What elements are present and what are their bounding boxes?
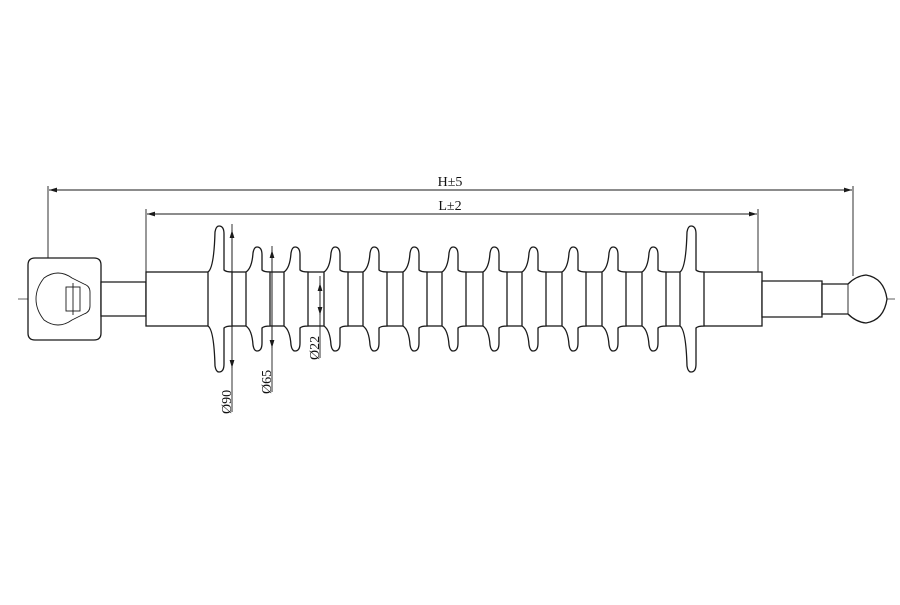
dim-label-h: H±5 bbox=[438, 175, 463, 190]
dim-diameter-22: Ø22 bbox=[308, 276, 323, 360]
sheds-group bbox=[207, 225, 705, 373]
shed-small-8 bbox=[521, 246, 547, 352]
shed-small-11 bbox=[641, 246, 667, 352]
shed-small-6 bbox=[441, 246, 467, 352]
left-end-fitting bbox=[27, 257, 102, 341]
shed-small-10 bbox=[601, 246, 627, 352]
dim-diameter-65: Ø65 bbox=[260, 246, 275, 394]
shed-small-1 bbox=[245, 246, 271, 352]
shed-small-7 bbox=[482, 246, 508, 352]
svg-text:Ø90: Ø90 bbox=[220, 390, 235, 414]
shed-large-1 bbox=[207, 225, 233, 373]
dim-label-l: L±2 bbox=[438, 199, 461, 214]
shed-small-2 bbox=[283, 246, 309, 352]
shed-large-2 bbox=[679, 225, 705, 373]
svg-text:Ø22: Ø22 bbox=[308, 336, 323, 360]
shed-small-9 bbox=[561, 246, 587, 352]
right-rod bbox=[761, 280, 823, 318]
left-rod bbox=[100, 281, 147, 317]
dim-diameter-90: Ø90 bbox=[220, 224, 235, 414]
shed-small-5 bbox=[402, 246, 428, 352]
right-end-fitting bbox=[821, 274, 888, 324]
svg-text:Ø65: Ø65 bbox=[260, 370, 275, 394]
shed-small-4 bbox=[362, 246, 388, 352]
shed-small-3 bbox=[323, 246, 349, 352]
